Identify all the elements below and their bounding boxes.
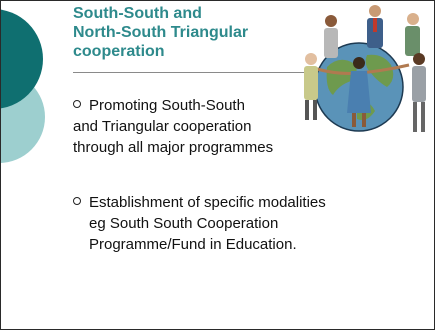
bullet-item: Promoting South-South and Triangular coo… bbox=[73, 95, 273, 158]
bullet-line: Promoting South-South bbox=[73, 95, 273, 116]
bullet-text: Promoting South-South bbox=[89, 97, 245, 114]
bullet-line: Establishment of specific modalities bbox=[73, 192, 326, 213]
hollow-circle-bullet-icon bbox=[73, 197, 81, 205]
bullet-line: through all major programmes bbox=[73, 139, 274, 156]
figure bbox=[347, 57, 371, 127]
title-line: South-South and bbox=[73, 5, 202, 22]
bullet-text: Establishment of specific modalities bbox=[89, 194, 326, 211]
figure bbox=[367, 5, 383, 48]
figure bbox=[405, 13, 420, 56]
figure bbox=[304, 53, 318, 120]
bullet-line: eg South South Cooperation bbox=[89, 215, 279, 232]
bullet-line: and Triangular cooperation bbox=[73, 118, 252, 135]
bullet-item: Establishment of specific modalities eg … bbox=[73, 192, 326, 255]
decorative-circles bbox=[1, 9, 61, 163]
title-line: cooperation bbox=[73, 43, 165, 60]
hollow-circle-bullet-icon bbox=[73, 100, 81, 108]
globe-people-clipart bbox=[304, 5, 426, 132]
slide-title: South-South and North-South Triangular c… bbox=[73, 4, 303, 61]
figure bbox=[412, 53, 426, 132]
title-underline bbox=[73, 72, 305, 73]
bullet-line: Programme/Fund in Education. bbox=[89, 236, 297, 253]
title-line: North-South Triangular bbox=[73, 24, 249, 41]
dark-teal-circle bbox=[1, 9, 43, 109]
figure bbox=[324, 15, 338, 58]
